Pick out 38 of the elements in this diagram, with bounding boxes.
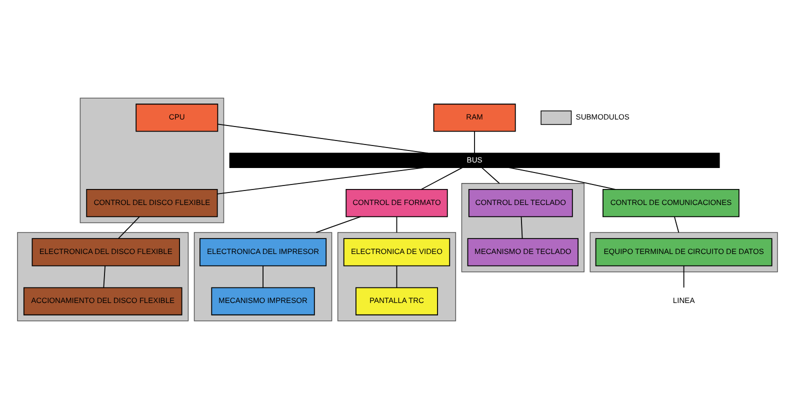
node-box: CONTROL DE FORMATO bbox=[346, 189, 448, 218]
node-box: CONTROL DEL DISCO FLEXIBLE bbox=[86, 189, 218, 218]
node-box: CONTROL DEL TECLADO bbox=[468, 189, 573, 218]
connector bbox=[316, 216, 361, 233]
node-box: MECANISMO IMPRESOR bbox=[211, 287, 315, 316]
node-box: ELECTRONICA DEL IMPRESOR bbox=[199, 238, 327, 266]
node-box: BUS bbox=[229, 152, 720, 168]
node-box: RAM bbox=[433, 104, 516, 132]
connector bbox=[474, 131, 476, 154]
node-box: MECANISMO DE TECLADO bbox=[467, 238, 579, 266]
cluster bbox=[17, 232, 189, 322]
node-box: ELECTRONICA DE VIDEO bbox=[343, 238, 450, 266]
cluster bbox=[337, 232, 456, 322]
node-box: EQUIPO TERMINAL DE CIRCUITO DE DATOS bbox=[595, 238, 772, 266]
node-text: LINEA bbox=[672, 296, 695, 306]
connector bbox=[396, 266, 398, 288]
connector bbox=[216, 167, 425, 194]
cluster bbox=[80, 98, 224, 224]
cluster bbox=[461, 183, 584, 272]
connector bbox=[262, 266, 264, 288]
connector bbox=[683, 266, 684, 288]
connector bbox=[508, 167, 616, 190]
node-box: PANTALLA TRC bbox=[356, 287, 438, 316]
legend-label: SUBMODULOS bbox=[576, 112, 630, 122]
connector bbox=[103, 266, 106, 288]
node-box: ELECTRONICA DEL DISCO FLEXIBLE bbox=[32, 238, 180, 266]
node-box: CPU bbox=[136, 104, 218, 132]
connector bbox=[420, 167, 463, 190]
connector bbox=[218, 124, 428, 154]
node-box: CONTROL DE COMUNICACIONES bbox=[602, 189, 740, 218]
node-box: ACCIONAMIENTO DEL DISCO FLEXIBLE bbox=[23, 287, 182, 316]
connector bbox=[674, 216, 680, 233]
connector bbox=[396, 216, 398, 233]
connector bbox=[520, 216, 523, 239]
connector bbox=[118, 216, 140, 239]
cluster bbox=[590, 232, 778, 272]
cluster bbox=[194, 232, 332, 322]
connector bbox=[481, 167, 500, 184]
